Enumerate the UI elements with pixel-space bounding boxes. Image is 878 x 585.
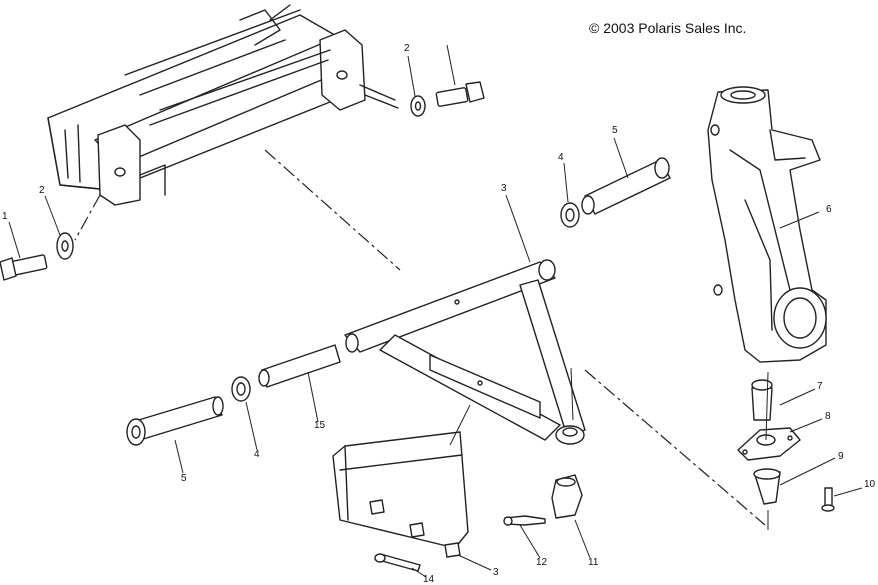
cotter-pin-12 — [503, 515, 546, 526]
callout-15: 15 — [314, 420, 326, 431]
callout-9: 9 — [838, 451, 844, 462]
callout-3-arm: 3 — [501, 183, 507, 194]
washer-4-upper — [560, 202, 580, 228]
callout-10: 10 — [864, 479, 876, 490]
a-arm — [344, 259, 586, 445]
boot-9 — [753, 468, 781, 505]
callout-11: 11 — [588, 557, 599, 568]
pivot-bushing-5-lower — [126, 396, 224, 446]
ball-joint-plate-8 — [737, 427, 801, 461]
callout-2-lower: 2 — [39, 185, 45, 196]
callout-3-guard: 3 — [493, 567, 499, 578]
assembly-centerlines — [74, 149, 766, 526]
callout-4-lower: 4 — [254, 449, 260, 460]
callout-5-upper: 5 — [612, 125, 618, 136]
frame-crossmember — [47, 4, 399, 206]
callout-1: 1 — [2, 211, 8, 222]
nut-11 — [551, 474, 583, 519]
callout-2-upper: 2 — [404, 43, 410, 54]
callout-14: 14 — [423, 574, 435, 585]
pivot-tube-15 — [258, 344, 341, 388]
ball-joint-stud-7 — [751, 379, 773, 421]
copyright-text: © 2003 Polaris Sales Inc. — [589, 20, 747, 36]
bolt-1-lower — [0, 254, 48, 281]
callout-4-upper: 4 — [558, 152, 564, 163]
skid-guard-plate — [332, 431, 469, 558]
callout-8: 8 — [825, 411, 831, 422]
callout-12: 12 — [536, 557, 548, 568]
washer-2-upper — [410, 95, 426, 117]
callout-6: 6 — [826, 204, 832, 215]
steering-knuckle — [707, 86, 827, 363]
screw-10 — [821, 487, 835, 512]
callout-5-lower: 5 — [181, 473, 187, 484]
callout-leaders — [8, 44, 863, 578]
screw-14 — [374, 553, 421, 572]
callout-7: 7 — [817, 381, 823, 392]
pivot-bushing-5-upper — [581, 157, 671, 215]
washer-2-lower — [56, 232, 74, 260]
bolt-1-upper — [435, 81, 485, 107]
washer-4-lower — [231, 376, 251, 402]
